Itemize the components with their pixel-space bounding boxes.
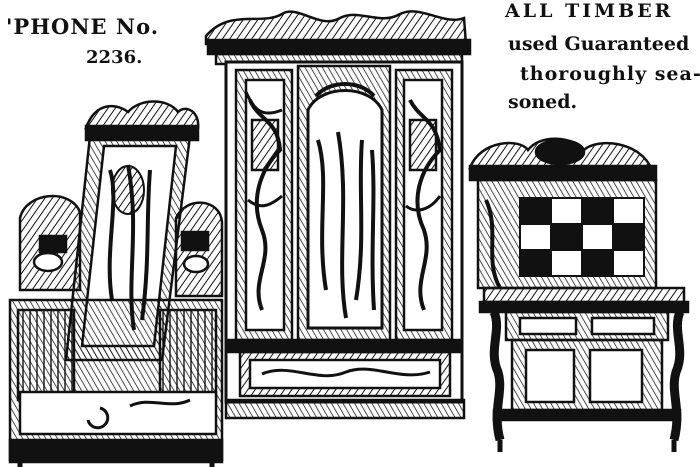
phone-label: 'PHONE No. xyxy=(6,14,160,39)
timber-line-1: ALL TIMBER xyxy=(505,0,674,22)
dressing-table-drawing xyxy=(8,100,224,467)
wardrobe-drawing xyxy=(204,10,472,420)
timber-line-3: thoroughly sea- xyxy=(520,63,700,85)
washstand-drawing xyxy=(468,137,690,452)
timber-line-4: soned. xyxy=(508,91,578,113)
phone-number: 2236. xyxy=(86,47,143,68)
timber-line-2: used Guaranteed xyxy=(508,33,690,55)
